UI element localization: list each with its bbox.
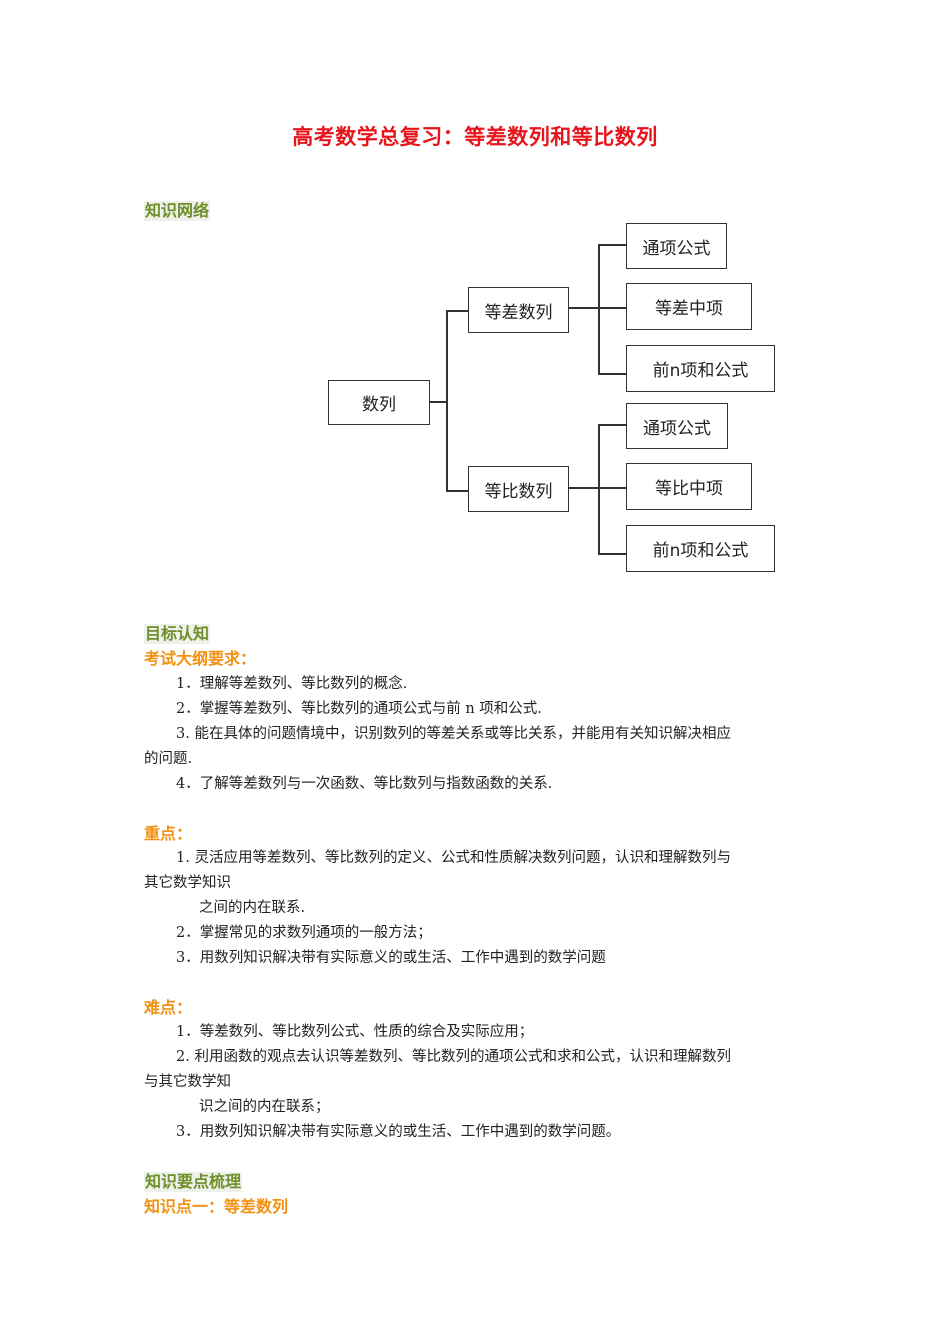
difficulty-item: 2. 利用函数的观点去认识等差数列、等比数列的通项公式和求和公式，认识和理解数列 xyxy=(176,1049,731,1065)
leaf-label: 通项公式 xyxy=(643,418,711,439)
connector-line xyxy=(598,424,600,554)
requirement-item: 4．了解等差数列与一次函数、等比数列与指数函数的关系. xyxy=(176,776,553,792)
connector-line xyxy=(430,401,447,403)
difficulty-item-cont: 与其它数学知 xyxy=(144,1074,231,1090)
connector-line xyxy=(569,487,626,489)
requirement-item-cont: 的问题. xyxy=(144,751,193,767)
section-goal-cognition: 目标认知 xyxy=(144,624,211,644)
diagram-root-box: 数列 xyxy=(328,380,430,425)
difficulty-item: 1．等差数列、等比数列公式、性质的综合及实际应用； xyxy=(176,1024,534,1040)
diagram-root-label: 数列 xyxy=(362,395,396,415)
requirement-item: 1．理解等差数列、等比数列的概念. xyxy=(176,676,408,692)
key-point-item-cont: 之间的内在联系. xyxy=(199,900,306,916)
connector-line xyxy=(446,490,468,492)
diagram-leaf-box: 前n项和公式 xyxy=(626,345,775,392)
section-difficulties: 难点： xyxy=(144,998,193,1017)
difficulty-item: 3．用数列知识解决带有实际意义的或生活、工作中遇到的数学问题。 xyxy=(176,1124,621,1140)
leaf-label: 前n项和公式 xyxy=(652,541,749,561)
branch-label: 等比数列 xyxy=(484,481,553,502)
diagram-leaf-box: 等差中项 xyxy=(626,283,752,330)
knowledge-network-diagram: 数列 等差数列 通项公式 等差中项 前n项和公式 等比数列 通项公式 等比中项 … xyxy=(0,0,950,600)
section-knowledge-point-one: 知识点一：等差数列 xyxy=(144,1197,289,1216)
diagram-branch-geometric: 等比数列 xyxy=(468,466,569,512)
page-title: 高考数学总复习：等差数列和等比数列 xyxy=(292,125,658,149)
leaf-label: 通项公式 xyxy=(642,238,711,259)
leaf-label: 等差中项 xyxy=(655,299,723,319)
leaf-label: 前n项和公式 xyxy=(652,361,749,381)
diagram-branch-arithmetic: 等差数列 xyxy=(468,287,569,333)
section-key-points: 重点： xyxy=(144,824,193,843)
section-knowledge-network: 知识网络 xyxy=(144,201,211,221)
connector-line xyxy=(598,244,626,246)
key-point-item: 2．掌握常见的求数列通项的一般方法； xyxy=(176,925,432,941)
connector-line xyxy=(446,310,448,492)
diagram-leaf-box: 等比中项 xyxy=(626,463,752,510)
connector-line xyxy=(569,307,626,309)
connector-line xyxy=(598,373,626,375)
key-point-item: 3．用数列知识解决带有实际意义的或生活、工作中遇到的数学问题 xyxy=(176,950,606,966)
key-point-item-cont: 其它数学知识 xyxy=(144,875,231,891)
connector-line xyxy=(598,424,626,426)
diagram-leaf-box: 通项公式 xyxy=(626,403,728,449)
diagram-leaf-box: 前n项和公式 xyxy=(626,525,775,572)
difficulty-item-cont: 识之间的内在联系； xyxy=(199,1099,330,1115)
connector-line xyxy=(446,310,468,312)
leaf-label: 等比中项 xyxy=(655,479,723,499)
section-exam-requirements: 考试大纲要求： xyxy=(144,649,257,668)
requirement-item: 2．掌握等差数列、等比数列的通项公式与前 n 项和公式. xyxy=(176,701,542,717)
connector-line xyxy=(598,244,600,374)
diagram-leaf-box: 通项公式 xyxy=(626,223,727,269)
section-knowledge-outline: 知识要点梳理 xyxy=(144,1172,243,1192)
connector-line xyxy=(598,553,626,555)
requirement-item: 3. 能在具体的问题情境中，识别数列的等差关系或等比关系，并能用有关知识解决相应 xyxy=(176,726,731,742)
branch-label: 等差数列 xyxy=(484,302,553,323)
key-point-item: 1. 灵活应用等差数列、等比数列的定义、公式和性质解决数列问题，认识和理解数列与 xyxy=(176,850,731,866)
